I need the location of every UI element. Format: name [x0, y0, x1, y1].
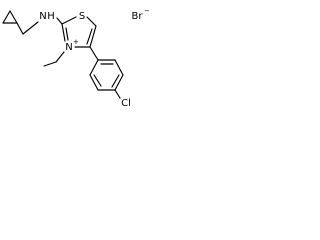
bond-c5-c4-double [86, 28, 93, 45]
bond-phenyl-3 [114, 74, 124, 91]
chemical-structure: N H S N + Cl Br − [2, 7, 150, 109]
bond-phenyl-6 [89, 59, 99, 76]
bond-phenyl-5 [89, 74, 99, 91]
amine-n-label: N [39, 11, 46, 22]
bond-n3-c2-double [65, 27, 69, 41]
bond-phenyl-double-2 [111, 74, 120, 88]
structure-canvas: N H S N + Cl Br − [0, 0, 153, 116]
bromide-label: Br [132, 11, 144, 22]
bond-cyclopropyl-2 [9, 10, 18, 24]
bond-s-c5 [86, 16, 97, 27]
bond-phenyl-double-3 [93, 74, 102, 87]
sulfur-label: S [79, 11, 85, 22]
bond-cyclopropyl-1 [2, 10, 11, 24]
bond-cyclopropyl-ch2 [16, 22, 24, 35]
amine-h-label: H [47, 11, 55, 22]
bond-n3-c2 [61, 23, 66, 42]
bond-n3-ch2-ethyl [55, 51, 65, 63]
bond-c4-phenyl [89, 46, 99, 61]
bond-phenyl-cl [114, 89, 121, 99]
ring-n-label: N [65, 42, 72, 53]
bond-nh-c2 [56, 17, 63, 25]
bond-c5-c4 [89, 25, 97, 48]
bond-ch2-nh [22, 21, 39, 35]
bond-phenyl-2 [114, 59, 124, 76]
bond-ethyl-ch3 [43, 61, 57, 67]
ring-n-charge: + [73, 38, 79, 46]
chlorine-label: Cl [121, 98, 131, 109]
bromide-charge: − [144, 7, 150, 15]
bond-c2-s [61, 16, 77, 25]
